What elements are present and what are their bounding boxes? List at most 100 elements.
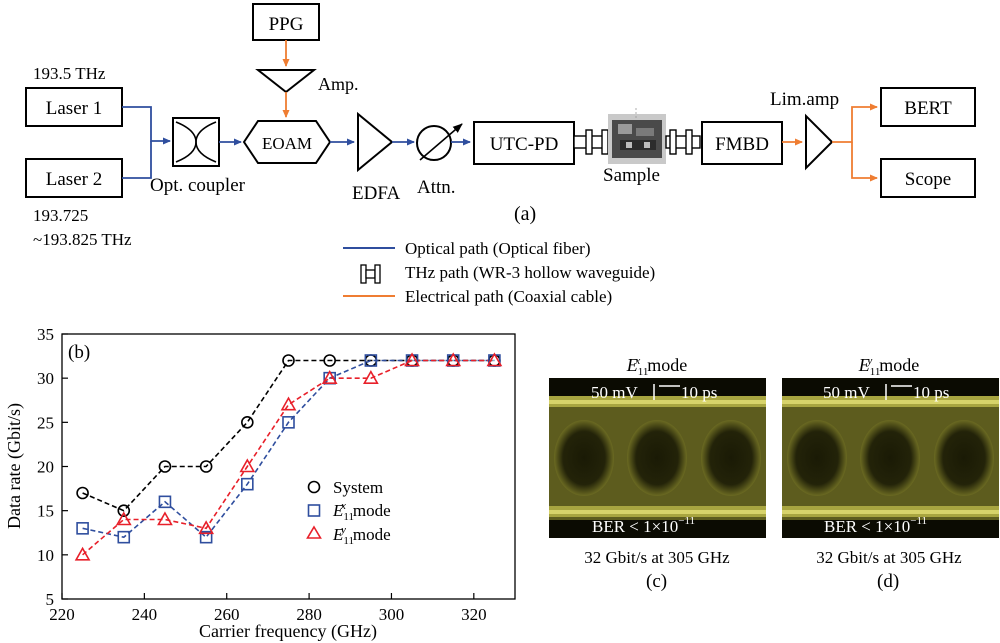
bert-box xyxy=(880,87,976,127)
legend-system-label: System xyxy=(333,478,383,497)
point-system xyxy=(158,460,172,473)
legend-ex-marker xyxy=(307,504,321,517)
y-axis-label: Data rate (Gbit/s) xyxy=(4,403,25,529)
eye-c-caption: 32 Gbit/s at 305 GHz xyxy=(584,548,730,567)
eye-d-caption: 32 Gbit/s at 305 GHz xyxy=(816,548,962,567)
coupler-label: Opt. coupler xyxy=(150,175,246,196)
point-ey-mode xyxy=(486,352,503,367)
edfa-label: EDFA xyxy=(352,183,400,204)
y-tick-label: 25 xyxy=(37,413,54,432)
point-ey-mode xyxy=(157,511,173,526)
eye-c-time-scale: 10 ps xyxy=(681,383,717,402)
panel-a-label: (a) xyxy=(514,203,536,225)
x-tick-label: 220 xyxy=(49,605,75,624)
x-tick-label: 320 xyxy=(461,605,487,624)
limamp-label: Lim.amp xyxy=(770,89,839,110)
laser2-box xyxy=(25,158,123,198)
chart-markers xyxy=(74,352,503,561)
y-tick-label: 10 xyxy=(37,546,54,565)
thz-waveguide xyxy=(573,108,701,164)
laser2-fiber xyxy=(122,141,152,179)
y-tick-label: 20 xyxy=(37,458,54,477)
point-ey-mode xyxy=(115,511,132,526)
amp-label: Amp. xyxy=(318,74,359,94)
point-ey-mode xyxy=(321,370,338,384)
chart-frame xyxy=(61,333,516,600)
utcpd-label: UTC-PD xyxy=(490,134,559,155)
laser2-label: Laser 2 xyxy=(46,169,102,190)
panel-c-label: (c) xyxy=(646,571,667,592)
point-ex-mode xyxy=(282,416,295,429)
eye-d-ber: BER < 1×10−11 xyxy=(824,515,927,536)
point-ex-mode xyxy=(76,522,89,535)
point-system xyxy=(76,486,89,500)
series-line-ex-mode xyxy=(82,359,495,539)
eye-c-voltage-scale: 50 mV xyxy=(591,383,638,402)
point-ex-mode xyxy=(199,530,213,544)
amp-triangle xyxy=(255,69,317,94)
eye-d-time-scale: 10 ps xyxy=(913,383,949,402)
bert-label: BERT xyxy=(904,98,952,119)
legend-ey-marker xyxy=(306,525,322,539)
x-axis-label: Carrier frequency (GHz) xyxy=(199,621,377,642)
laser2-freq-line1: 193.725 xyxy=(33,206,88,225)
scope-box xyxy=(880,158,976,198)
legend-thz-text: THz path (WR-3 hollow waveguide) xyxy=(405,263,655,282)
legend-waveguide-icon xyxy=(360,264,381,284)
eoam-label: EOAM xyxy=(262,134,312,153)
point-ey-mode xyxy=(198,520,215,535)
series-line-system xyxy=(82,359,495,512)
eye-d-scope-image xyxy=(782,378,999,538)
laser1-freq: 193.5 THz xyxy=(33,64,106,83)
setup-diagram: PPG Amp. 193.5 THz Laser 1 Laser 2 193.7… xyxy=(25,3,976,306)
limamp-to-bert-line xyxy=(832,103,878,143)
point-ey-mode xyxy=(404,352,420,367)
point-system xyxy=(323,354,336,367)
edfa-triangle xyxy=(357,111,394,173)
legend-system-marker xyxy=(307,480,321,494)
scope-label: Scope xyxy=(905,169,951,190)
point-system xyxy=(199,460,213,473)
x-tick-label: 300 xyxy=(379,605,405,624)
limamp-triangle xyxy=(805,113,834,171)
chart-series-lines xyxy=(82,359,495,556)
fmbd-box xyxy=(701,121,783,165)
laser1-fiber xyxy=(122,106,171,145)
attenuator-symbol xyxy=(416,125,452,161)
panel-d-label: (d) xyxy=(877,571,899,592)
y-tick-label: 30 xyxy=(37,369,54,388)
ppg-label: PPG xyxy=(269,14,304,35)
laser1-label: Laser 1 xyxy=(46,98,102,119)
point-ey-mode xyxy=(362,370,379,384)
point-ex-mode xyxy=(241,477,254,491)
attn-label: Attn. xyxy=(417,177,456,198)
eye-c-ber: BER < 1×10−11 xyxy=(592,515,695,536)
legend-electrical-text: Electrical path (Coaxial cable) xyxy=(405,287,612,306)
point-system xyxy=(282,354,295,367)
point-ex-mode xyxy=(117,530,131,544)
panel-b-label: (b) xyxy=(68,342,90,363)
laser2-freq-line2: ~193.825 THz xyxy=(33,230,132,249)
x-tick-label: 280 xyxy=(296,605,322,624)
x-tick-label: 260 xyxy=(214,605,240,624)
y-tick-label: 5 xyxy=(46,590,55,609)
limamp-to-scope-line xyxy=(851,142,878,182)
y-tick-label: 35 xyxy=(37,325,54,344)
point-system xyxy=(117,504,131,517)
y-tick-label: 15 xyxy=(37,502,54,521)
fmbd-label: FMBD xyxy=(715,134,769,155)
eye-d-voltage-scale: 50 mV xyxy=(823,383,870,402)
legend-optical-text: Optical path (Optical fiber) xyxy=(405,239,591,258)
point-ex-mode xyxy=(364,354,378,367)
point-system xyxy=(241,416,254,429)
point-ex-mode xyxy=(158,495,172,509)
point-ey-mode xyxy=(445,352,462,367)
